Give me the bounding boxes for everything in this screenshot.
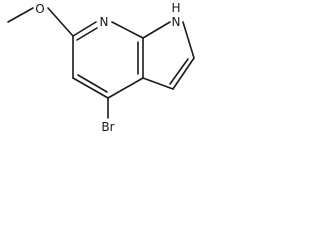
bond-c2-c3-inner	[169, 58, 189, 85]
bond-n7-c7a	[111, 21, 144, 39]
bond-o-c6	[47, 7, 74, 37]
bond-methyl-o	[7, 7, 34, 23]
molecule-structure: O N H N Br	[7, 1, 195, 134]
molecule-canvas: O N H N Br	[0, 0, 208, 141]
bond-c6-n7	[72, 21, 97, 37]
atom-n-pyrrole: N	[172, 15, 181, 29]
atom-h-pyrrole: H	[171, 1, 180, 15]
bond-c7a-n1	[142, 21, 171, 39]
bond-c3a-c4	[107, 77, 144, 99]
bond-c2-c3	[172, 57, 195, 90]
bond-c3-c3a	[142, 77, 174, 90]
bond-c6-n7-double	[76, 27, 98, 41]
atom-n-pyridine: N	[100, 15, 109, 29]
bond-n1-c2	[182, 21, 195, 59]
bond-c4-c5	[72, 77, 109, 99]
atom-br: Br	[101, 120, 114, 134]
bond-c4-c5-inner	[77, 74, 108, 93]
atom-o: O	[35, 2, 44, 16]
